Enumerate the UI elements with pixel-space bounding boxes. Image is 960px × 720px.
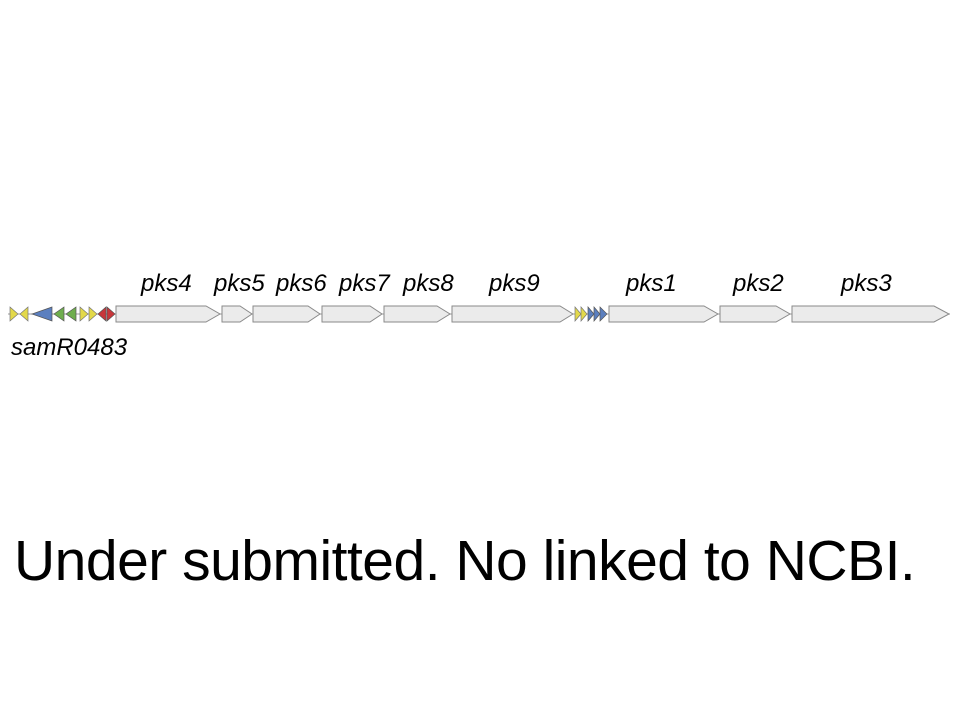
pks2-gene (719, 305, 792, 323)
pks6-gene (252, 305, 321, 323)
gene-label-pks5: pks5 (213, 270, 265, 297)
small-gene-blue-2 (587, 306, 595, 322)
small-gene-yellow-2 (19, 306, 29, 322)
small-gene-yellow-6 (580, 306, 588, 322)
gene-label-pks2: pks2 (732, 270, 784, 297)
pks9-gene (451, 305, 574, 323)
small-gene-blue-3 (593, 306, 601, 322)
small-gene-red-2 (106, 306, 116, 322)
small-gene-green-1 (53, 306, 65, 322)
gene-label-pks8: pks8 (402, 270, 454, 297)
gene-labels: pks4 pks5 pks6 pks7 pks8 pks9 pks1 pks2 … (11, 270, 892, 361)
gene-cluster-diagram: pks4 pks5 pks6 pks7 pks8 pks9 pks1 pks2 … (8, 270, 951, 361)
pks-genes (115, 305, 951, 323)
gene-label-pks7: pks7 (338, 270, 391, 297)
pks7-gene (321, 305, 383, 323)
pks3-gene (791, 305, 951, 323)
small-gene-yellow-4 (88, 306, 98, 322)
small-gene-yellow-3 (79, 306, 89, 322)
small-gene-green-2 (65, 306, 77, 322)
gene-label-samR0483: samR0483 (11, 334, 128, 361)
gene-label-pks4: pks4 (140, 270, 192, 297)
gene-label-pks9: pks9 (488, 270, 540, 297)
small-gene-red-1 (97, 306, 107, 322)
pks5-gene (221, 305, 253, 323)
small-genes-middle (574, 306, 608, 322)
small-genes-left (9, 306, 116, 322)
gene-label-pks3: pks3 (840, 270, 892, 297)
small-gene-blue-4 (599, 306, 608, 322)
small-gene-yellow-5 (574, 306, 582, 322)
pks1-gene (608, 305, 720, 323)
caption-text: Under submitted. No linked to NCBI. (14, 529, 916, 593)
gene-label-pks6: pks6 (275, 270, 327, 297)
small-gene-yellow-1 (9, 306, 19, 322)
small-gene-blue-1 (30, 306, 53, 322)
pks4-gene (115, 305, 222, 323)
pks8-gene (383, 305, 451, 323)
gene-label-pks1: pks1 (625, 270, 677, 297)
